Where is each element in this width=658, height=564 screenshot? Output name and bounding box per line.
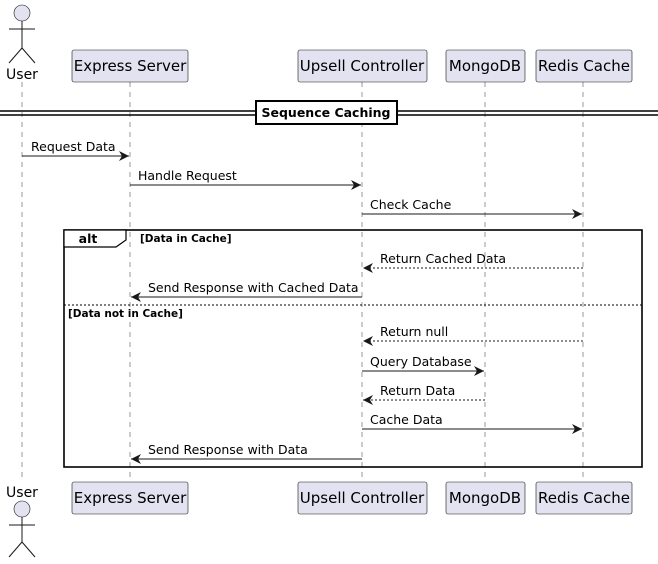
message-check-cache: Check Cache bbox=[362, 197, 582, 219]
participant-redis-cache-bottom: Redis Cache bbox=[535, 481, 633, 515]
svg-text:Redis Cache: Redis Cache bbox=[538, 57, 630, 75]
svg-text:Return Data: Return Data bbox=[380, 383, 455, 398]
actor-user-bottom: User bbox=[6, 485, 38, 558]
lifelines bbox=[21, 82, 584, 482]
svg-text:MongoDB: MongoDB bbox=[449, 57, 521, 75]
actor-user-label-bottom: User bbox=[6, 485, 38, 501]
message-send-response-with-cached-data: Send Response with Cached Data bbox=[131, 280, 362, 302]
message-return-null: Return null bbox=[363, 324, 583, 346]
actor-user-top: User bbox=[6, 4, 38, 83]
message-return-data: Return Data bbox=[363, 383, 485, 405]
svg-text:Return Cached Data: Return Cached Data bbox=[380, 251, 506, 266]
section-divider-title: Sequence Caching bbox=[262, 105, 391, 120]
alt-guard-data-in-cache: [Data in Cache] bbox=[140, 233, 232, 245]
alt-guard-data-not-in-cache: [Data not in Cache] bbox=[68, 308, 183, 320]
message-request-data: Request Data bbox=[22, 139, 129, 161]
participant-express-server-top: Express Server bbox=[71, 49, 189, 83]
participant-express-server-bottom: Express Server bbox=[71, 481, 189, 515]
alt-tab bbox=[63, 229, 127, 248]
message-send-response-with-data: Send Response with Data bbox=[131, 442, 362, 464]
participant-mongodb-bottom: MongoDB bbox=[445, 481, 526, 515]
section-divider: Sequence Caching bbox=[0, 100, 658, 125]
alt-fragment: alt [Data in Cache] [Data not in Cache] bbox=[63, 229, 643, 468]
svg-text:Check Cache: Check Cache bbox=[370, 197, 452, 212]
svg-text:Send Response with Data: Send Response with Data bbox=[148, 442, 308, 457]
actor-user-label: User bbox=[6, 67, 38, 83]
svg-text:Redis Cache: Redis Cache bbox=[538, 489, 630, 507]
participant-redis-cache-top: Redis Cache bbox=[535, 49, 633, 83]
svg-text:Query Database: Query Database bbox=[370, 354, 472, 369]
svg-text:Cache Data: Cache Data bbox=[370, 412, 443, 427]
message-handle-request: Handle Request bbox=[130, 168, 361, 190]
participant-upsell-controller-top: Upsell Controller bbox=[297, 49, 428, 83]
svg-text:Request Data: Request Data bbox=[31, 139, 116, 154]
svg-text:Upsell Controller: Upsell Controller bbox=[300, 57, 425, 75]
alt-keyword: alt bbox=[79, 231, 98, 246]
svg-text:Express Server: Express Server bbox=[74, 489, 187, 507]
alt-frame bbox=[63, 229, 643, 468]
message-return-cached-data: Return Cached Data bbox=[363, 251, 583, 273]
svg-text:Upsell Controller: Upsell Controller bbox=[300, 489, 425, 507]
svg-text:Send Response with Cached Data: Send Response with Cached Data bbox=[148, 280, 359, 295]
svg-text:Handle Request: Handle Request bbox=[138, 168, 237, 183]
participant-upsell-controller-bottom: Upsell Controller bbox=[297, 481, 428, 515]
svg-text:Return null: Return null bbox=[380, 324, 448, 339]
message-cache-data: Cache Data bbox=[362, 412, 582, 434]
svg-text:MongoDB: MongoDB bbox=[449, 489, 521, 507]
participant-mongodb-top: MongoDB bbox=[445, 49, 526, 83]
svg-text:Express Server: Express Server bbox=[74, 57, 187, 75]
message-query-database: Query Database bbox=[362, 354, 484, 376]
